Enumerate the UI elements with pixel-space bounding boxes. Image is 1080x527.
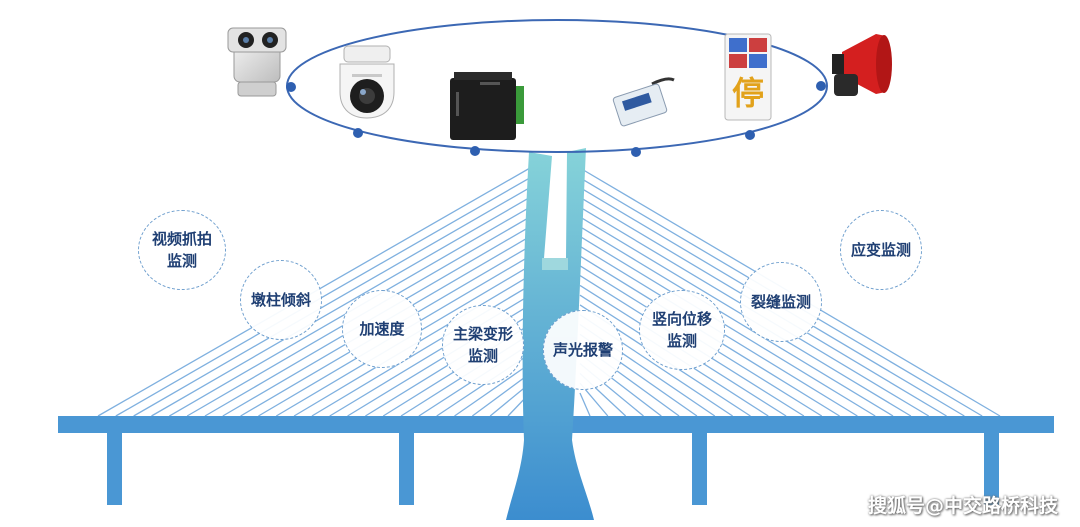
stay-cable-right [579,226,894,417]
loudspeaker-icon [832,34,892,96]
tilt-sensor-icon [612,77,675,127]
ring-node [353,128,363,138]
ring-node [286,82,296,92]
thermal-camera-icon [227,27,287,97]
ring-nodes [286,81,826,157]
pier-4 [984,433,999,505]
bubble-vertical-displacement: 竖向位移 监测 [639,290,725,370]
stay-cable-right [579,235,876,417]
pier-1 [107,433,122,505]
led-sign-text: 停 [732,74,764,112]
ring-node [816,81,826,91]
bubble-sound-light-alarm: 声光报警 [543,310,623,390]
tower-crossbeam [542,258,568,270]
stay-cable-left [133,187,531,417]
bubble-video-capture: 视频抓拍 监测 [138,210,226,290]
bubble-girder-deformation: 主梁变形 监测 [442,305,524,385]
bubble-pier-tilt: 墩柱倾斜 [240,260,322,340]
pier-3 [692,433,707,505]
bubble-strain: 应变监测 [840,210,922,290]
stay-cable-left [471,372,531,417]
dome-camera-icon [339,45,395,119]
bubble-crack: 裂缝监测 [740,262,822,342]
watermark: 搜狐号@中交路桥科技 [867,495,1058,517]
ring-node [470,146,480,156]
ring-node [745,130,755,140]
stay-cable-left [115,177,531,417]
stay-cable-right [579,392,591,417]
pier-2 [399,433,414,505]
stay-cable-left [151,196,531,417]
led-sign-icon: 停 [724,33,772,121]
data-gateway-icon [450,72,524,140]
ring-node [631,147,641,157]
bubble-acceleration: 加速度 [342,290,422,368]
stay-cable-left [454,363,531,417]
